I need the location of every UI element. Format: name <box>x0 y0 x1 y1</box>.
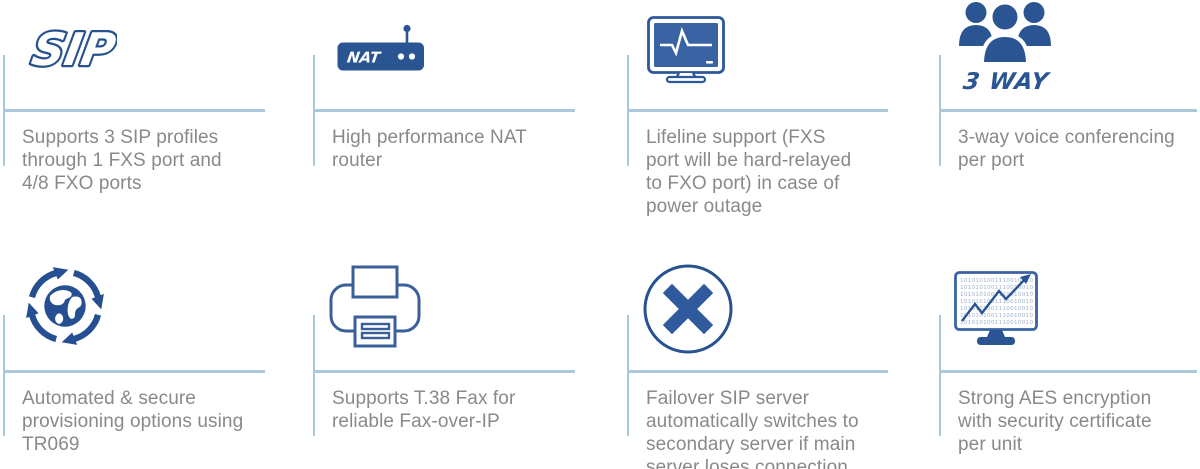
divider-vertical <box>627 315 629 436</box>
divider-horizontal <box>939 370 1197 373</box>
binary-row: 1010101001110010010101010 <box>960 285 1040 291</box>
nat-router-icon: NAT <box>337 23 427 71</box>
feature-description: 3-way voice conferencing per port <box>958 127 1175 171</box>
feature-description: Supports T.38 Fax for reliable Fax-over-… <box>332 388 516 432</box>
divider-horizontal <box>627 109 888 112</box>
monitor-binary-icon: 1010101001110010010101010 10101010011100… <box>954 271 1040 349</box>
binary-row: 1010101001110010010101010 <box>960 306 1040 312</box>
feature-description: Automated & secure provisioning options … <box>22 388 244 455</box>
failover-cross-circle-icon <box>642 263 734 355</box>
feature-card-t38-fax: Supports T.38 Fax for reliable Fax-over-… <box>313 235 613 469</box>
divider-horizontal <box>627 370 888 373</box>
sip-logo-icon: SIP <box>25 20 117 76</box>
three-way-label: 3 WAY <box>961 69 1052 94</box>
feature-card-three-way: 3 WAY 3-way voice conferencing per port <box>939 0 1200 234</box>
conference-group-icon: 3 WAY <box>955 0 1055 94</box>
monitor-heartbeat-icon <box>647 16 727 84</box>
fax-printer-icon <box>329 263 421 349</box>
feature-description: Supports 3 SIP profiles through 1 FXS po… <box>22 127 222 194</box>
divider-horizontal <box>313 109 575 112</box>
divider-horizontal <box>3 370 265 373</box>
feature-card-provisioning: Automated & secure provisioning options … <box>3 235 303 469</box>
feature-description: High performance NAT router <box>332 127 527 171</box>
binary-row: 1010101001110010010101010 <box>960 299 1040 305</box>
divider-horizontal <box>313 370 575 373</box>
globe-sync-arrows-icon <box>20 260 110 352</box>
feature-card-sip-failover: Failover SIP server automatically switch… <box>627 235 927 469</box>
nat-box-text: NAT <box>346 49 383 67</box>
binary-row: 1010101001110010010101010 <box>960 313 1040 319</box>
feature-description: Failover SIP server automatically switch… <box>646 388 859 469</box>
divider-vertical <box>3 315 5 436</box>
feature-card-lifeline-support: Lifeline support (FXS port will be hard-… <box>627 0 927 234</box>
feature-card-nat-router: NAT High performance NAT router <box>313 0 613 234</box>
feature-card-sip-profiles: SIP Supports 3 SIP profiles through 1 FX… <box>3 0 303 234</box>
divider-horizontal <box>939 109 1197 112</box>
divider-vertical <box>939 315 941 436</box>
feature-description: Strong AES encryption with security cert… <box>958 388 1152 455</box>
divider-horizontal <box>3 109 265 112</box>
sip-logo-text: SIP <box>28 23 117 76</box>
feature-description: Lifeline support (FXS port will be hard-… <box>646 127 852 217</box>
binary-row: 1010101001110010010101010 <box>960 278 1040 284</box>
feature-card-aes-encryption: 1010101001110010010101010 10101010011100… <box>939 235 1200 469</box>
binary-row: 1010101001110010010101010 <box>960 320 1040 326</box>
divider-vertical <box>313 315 315 436</box>
